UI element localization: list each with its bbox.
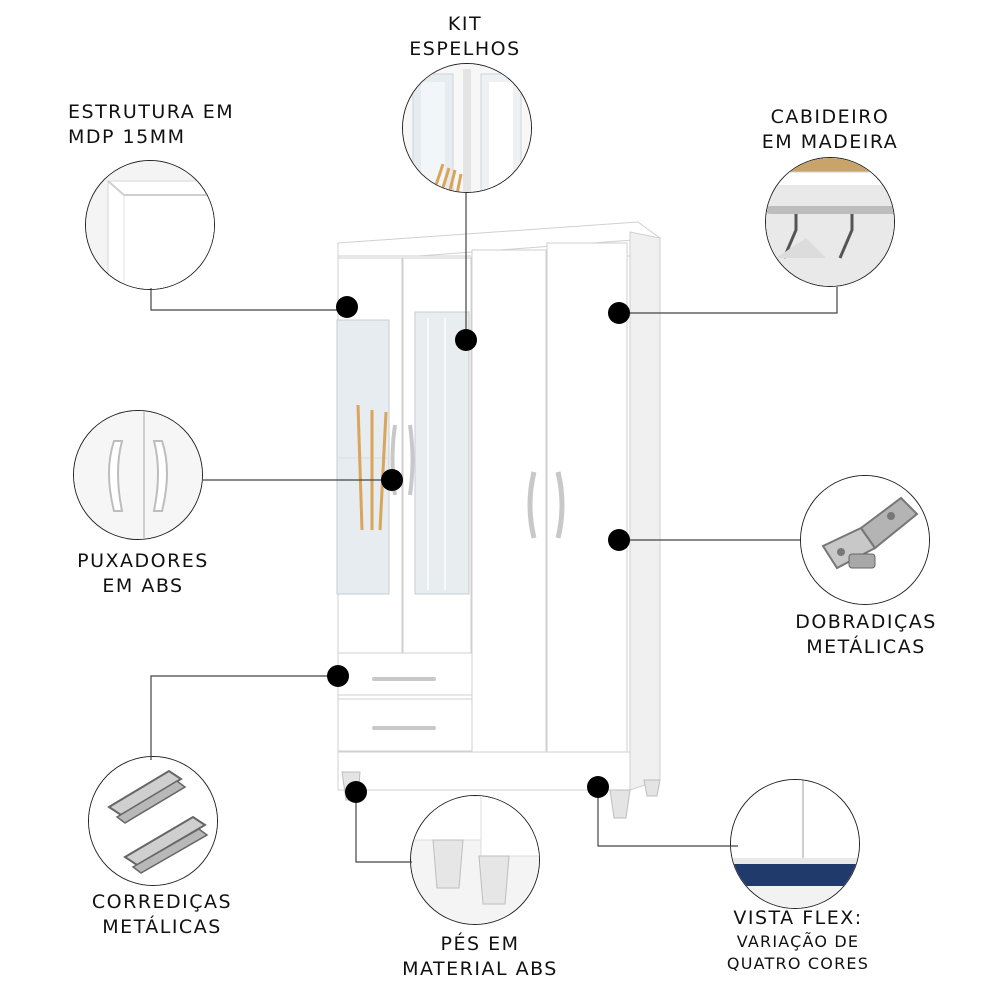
label-vista-flex: VISTA FLEX: VARIAÇÃO DE QUATRO CORES bbox=[726, 907, 870, 973]
label-estrutura: ESTRUTURA EM MDP 15MM bbox=[68, 101, 235, 148]
callout-dot-espelhos bbox=[455, 329, 477, 351]
callout-dot-estrutura bbox=[336, 296, 358, 318]
panel-edge-icon bbox=[86, 161, 214, 289]
callout-dot-corredicas bbox=[327, 665, 349, 687]
callout-dot-vista-flex bbox=[587, 776, 609, 798]
detail-circle-feet bbox=[410, 795, 540, 925]
drawer-slide-icon bbox=[89, 757, 217, 885]
color-strip-icon bbox=[731, 780, 859, 908]
detail-circle-hinges bbox=[800, 475, 930, 605]
label-cabideiro: CABIDEIRO EM MADEIRA bbox=[761, 106, 899, 153]
label-pes: PÉS EM MATERIAL ABS bbox=[402, 933, 558, 980]
detail-circle-structure bbox=[85, 160, 215, 290]
detail-circle-mirror bbox=[402, 63, 532, 193]
callout-dot-dobradicas bbox=[608, 529, 630, 551]
callout-dot-cabideiro bbox=[608, 302, 630, 324]
hinge-icon bbox=[801, 476, 929, 604]
detail-circle-color-variation bbox=[730, 779, 860, 909]
label-puxadores: PUXADORES EM ABS bbox=[77, 550, 209, 597]
callout-dot-puxadores bbox=[381, 469, 403, 491]
foot-icon bbox=[411, 796, 539, 924]
hanger-rod-icon bbox=[766, 158, 894, 286]
callout-dot-pes bbox=[345, 781, 367, 803]
label-dobradicas: DOBRADIÇAS METÁLICAS bbox=[795, 611, 937, 658]
handle-icon bbox=[74, 411, 202, 539]
mirror-icon bbox=[403, 64, 531, 192]
label-corredicas: CORREDIÇAS METÁLICAS bbox=[91, 891, 233, 938]
label-kit-espelhos: KIT ESPELHOS bbox=[409, 13, 521, 60]
detail-circle-hanger-rod bbox=[765, 157, 895, 287]
detail-circle-handles bbox=[73, 410, 203, 540]
detail-circle-drawer-slides bbox=[88, 756, 218, 886]
